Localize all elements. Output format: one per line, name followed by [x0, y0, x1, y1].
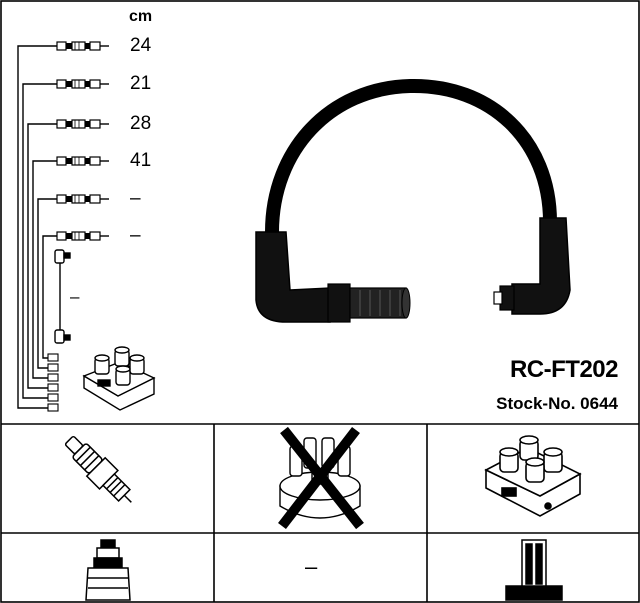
lead-connector: [56, 156, 110, 166]
lead-length-6: –: [130, 225, 141, 246]
lead-set-schematic: [17, 45, 57, 409]
coil-lead-length: –: [70, 287, 80, 306]
ignition-coil-icon: [484, 435, 582, 517]
lead-connector: [56, 231, 110, 241]
lead-connector: [56, 194, 110, 204]
ignition-lead-drawing: [255, 78, 571, 323]
lead-connectors: [56, 41, 110, 241]
lead-length-2: 21: [130, 73, 152, 94]
plug-connector-icon: [85, 539, 131, 601]
stock-number: Stock-No. 0644: [496, 394, 618, 413]
lead-length-5: –: [130, 188, 141, 209]
lead-length-1: 24: [130, 35, 152, 56]
spark-plug-icon: [64, 435, 132, 503]
lead-length-3: 28: [130, 113, 152, 134]
lead-connector: [56, 119, 110, 129]
lead-connector: [56, 41, 110, 51]
unit-label: cm: [129, 8, 153, 25]
lead-connector: [56, 79, 110, 89]
distributor-connector-cell-dash: –: [305, 554, 318, 579]
coil-terminal-icon: [505, 539, 563, 601]
coil-short-lead: [54, 249, 71, 344]
distributor-cap-not-included-icon: [278, 426, 364, 530]
coil-pack-small-icon: [82, 346, 156, 411]
model-number: RC-FT202: [509, 356, 619, 383]
bundle-terminals: [47, 353, 59, 412]
lead-length-4: 41: [130, 150, 152, 171]
